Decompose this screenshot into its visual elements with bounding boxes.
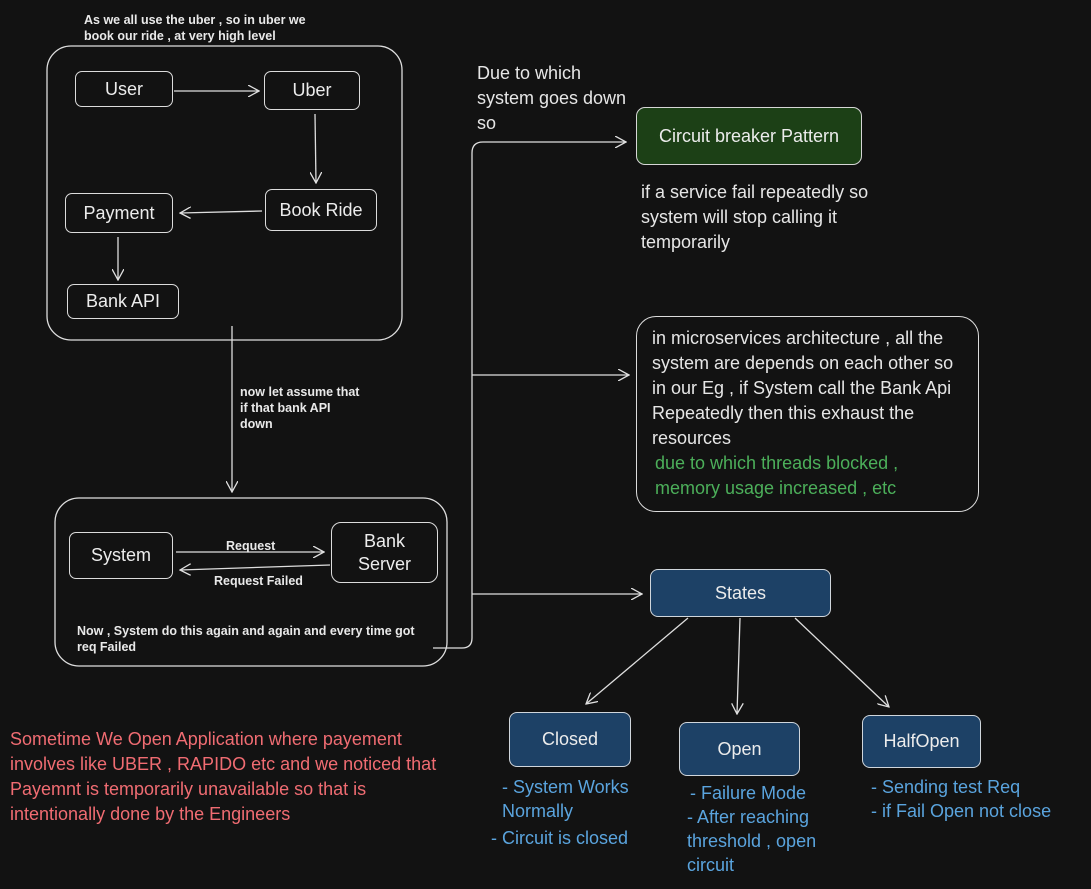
node-halfopen: HalfOpen [862, 715, 981, 768]
microservices-impact-text: due to which threads blocked , memory us… [655, 453, 899, 498]
node-bank-server: Bank Server [331, 522, 438, 583]
node-system: System [69, 532, 173, 579]
node-circuit-breaker: Circuit breaker Pattern [636, 107, 862, 165]
node-book-ride: Book Ride [265, 189, 377, 231]
node-states: States [650, 569, 831, 617]
node-open: Open [679, 722, 800, 776]
arrow-states-open [737, 617, 740, 714]
request-label: Request [226, 539, 276, 553]
due-to-text: Due to which system goes down so [477, 63, 627, 133]
bank-server-label: Bank Server [357, 530, 411, 574]
sometime-note: Sometime We Open Application where payem… [10, 729, 437, 824]
assume-text: now let assume that if that bank API dow… [240, 385, 360, 431]
arrow-bookride-payment [180, 211, 263, 213]
halfopen-note-2: - if Fail Open not close [871, 801, 1052, 821]
closed-note-2: - Circuit is closed [491, 828, 629, 848]
again-text: Now , System do this again and again and… [77, 624, 415, 654]
uber-flow-group [46, 45, 403, 341]
closed-note-1: - System Works Normally [502, 777, 629, 821]
trunk-connector [433, 142, 626, 649]
node-uber: Uber [264, 71, 360, 110]
system-bank-group [54, 497, 448, 667]
microservices-note: in microservices architecture , all the … [636, 316, 979, 512]
node-bank-api: Bank API [67, 284, 179, 319]
open-note-1: - Failure Mode [690, 783, 807, 803]
arrow-states-closed [586, 617, 689, 704]
intro-text: As we all use the uber , so in uber we b… [84, 13, 306, 43]
arrow-uber-bookride [315, 113, 316, 183]
open-note-2: - After reaching threshold , open circui… [687, 807, 817, 875]
request-failed-label: Request Failed [214, 574, 303, 588]
node-payment: Payment [65, 193, 173, 233]
node-user: User [75, 71, 173, 107]
arrow-request-failed [180, 565, 331, 570]
circuit-breaker-description: if a service fail repeatedly so system w… [641, 182, 869, 252]
halfopen-note-1: - Sending test Req [871, 777, 1021, 797]
microservices-main-text: in microservices architecture , all the … [652, 328, 954, 448]
arrow-states-halfopen [794, 617, 889, 707]
node-closed: Closed [509, 712, 631, 767]
